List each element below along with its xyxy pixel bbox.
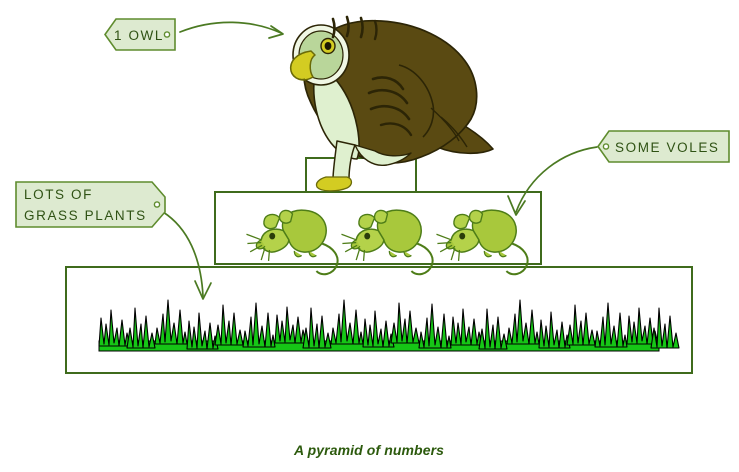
grass-plants-illustration [98,299,680,352]
voles-illustration [246,209,529,276]
tag-grass-label-line1: LOTS OF [24,187,93,202]
tier-box-grass [65,266,693,374]
owl-illustration [289,15,494,192]
tag-owl[interactable]: 1 OWL [104,18,176,51]
tag-voles-label: SOME VOLES [615,140,720,155]
callout-arrows [162,21,598,300]
grass-arrow-line [162,211,204,297]
tag-grass-shape [15,181,166,228]
tag-owl-shape [104,18,176,51]
tag-voles-eyelet [602,143,610,150]
tag-grass[interactable]: LOTS OF GRASS PLANTS [15,181,166,228]
tag-voles[interactable]: SOME VOLES [597,130,730,163]
tag-owl-eyelet [163,31,171,38]
tag-grass-label-line2: GRASS PLANTS [24,208,147,223]
voles-arrow-line [515,146,598,213]
vole [341,209,434,276]
vole [436,209,529,276]
owl-arrow-head [268,25,284,39]
voles-arrow-head [507,195,526,216]
tag-grass-eyelet [153,201,161,208]
grass-arrow-head [194,280,212,300]
tag-voles-shape [597,130,730,163]
tag-owl-label: 1 OWL [114,28,164,43]
owl-arrow-line [179,21,282,34]
figure-caption: A pyramid of numbers [293,442,444,458]
vole [246,209,339,276]
